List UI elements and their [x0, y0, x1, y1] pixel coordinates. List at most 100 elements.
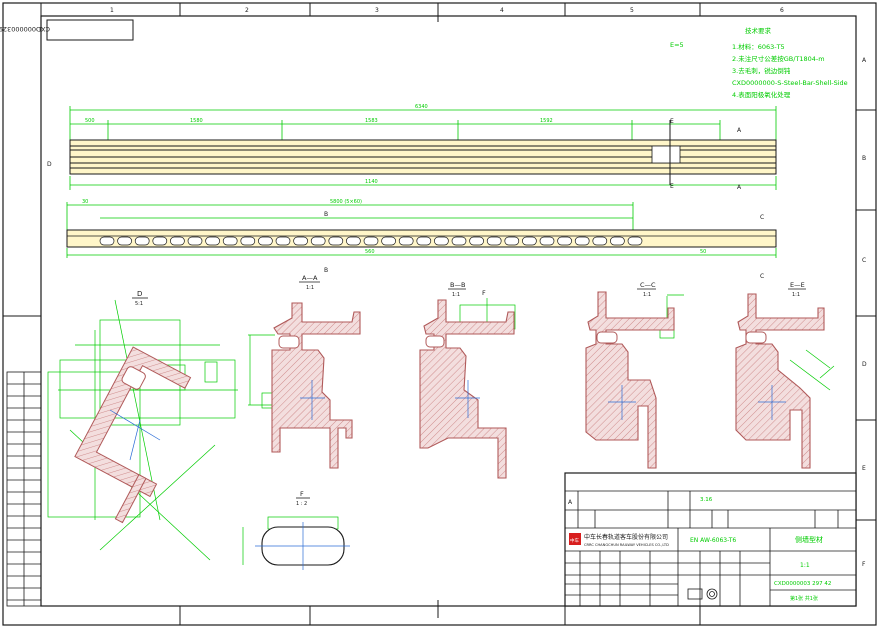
- rail-slot: [117, 236, 132, 246]
- notes-line-4: CXD0000000-S-Steel-Bar-Shell-Side: [732, 79, 848, 87]
- rail-slot: [258, 236, 273, 246]
- section-d-detail: D 5:1: [47, 290, 238, 561]
- rev-text: A: [568, 499, 573, 506]
- rail-slot: [346, 236, 361, 246]
- section-aa-profile: [271, 302, 361, 469]
- top-seg-4: 1592: [540, 118, 553, 124]
- section-aa-label: A—A: [302, 274, 318, 282]
- section-cc-scale: 1:1: [643, 292, 651, 298]
- rail-slot: [152, 236, 168, 246]
- row-label-f: F: [862, 561, 866, 568]
- rail-slot: [205, 236, 220, 246]
- row-label-e: E: [862, 465, 866, 472]
- rail-slot: [398, 236, 414, 246]
- inner-border: [40, 15, 857, 607]
- bottom-dim-2: 560: [365, 249, 375, 255]
- rail-slot: [434, 236, 449, 246]
- section-aa-scale: 1:1: [306, 285, 314, 291]
- mark-d-left: D: [47, 161, 52, 168]
- weight-text: 3.16: [700, 497, 713, 503]
- drawing-no: CXD0000003 297 42: [774, 581, 831, 587]
- part-name: 侧墙型材: [795, 535, 823, 544]
- sheet-no: 第1张 共1张: [790, 595, 818, 602]
- top-elevation-view: 6340 500 1580 1583 1592 1140 D E E A A: [47, 104, 777, 191]
- mark-b-top: B: [324, 211, 328, 218]
- section-d-label: D: [137, 290, 142, 298]
- row-label-b: B: [862, 155, 866, 162]
- rail-slot: [328, 236, 344, 246]
- col-label-2: 2: [245, 7, 249, 14]
- top-seg-1: 500: [85, 118, 95, 124]
- notes-title: 技术要求: [745, 26, 772, 35]
- bottom-dim-1: 30: [82, 199, 88, 205]
- rail-slot: [381, 236, 396, 246]
- rail-slot: [170, 236, 185, 246]
- row-label-c: C: [862, 257, 866, 264]
- section-bb-mark: F: [482, 289, 486, 297]
- col-label-6: 6: [780, 7, 784, 14]
- rail-slot: [574, 236, 590, 246]
- section-bb-scale: 1:1: [452, 292, 460, 298]
- bottom-elevation-view: 5800 (5×60) 30 560 50 B B C C: [66, 199, 777, 280]
- rail-slot: [187, 236, 203, 246]
- section-d-scale: 5:1: [135, 301, 143, 307]
- rail-slot: [522, 236, 537, 246]
- company-name: 中车长春轨道客车股份有限公司: [584, 533, 668, 541]
- section-bb: B—B 1:1 F: [419, 281, 516, 479]
- projection-symbol: [687, 588, 718, 600]
- notes-line-5: 4.表面阳极氧化处理: [732, 90, 791, 99]
- section-f-label: F: [300, 490, 304, 498]
- section-f-detail: F 1 : 2: [242, 490, 350, 570]
- rail-slot: [592, 236, 608, 246]
- rail-slot: [557, 236, 572, 246]
- top-seg-2: 1580: [190, 118, 203, 124]
- col-label-4: 4: [500, 7, 504, 14]
- top-seg-5: 1140: [365, 179, 378, 185]
- row-label-a: A: [862, 57, 867, 64]
- mark-b-bottom: B: [324, 267, 328, 274]
- row-label-d: D: [862, 361, 867, 368]
- scale-text: 1:1: [800, 562, 810, 569]
- rail-slot: [293, 236, 308, 246]
- section-ee: E—E 1:1: [735, 281, 835, 469]
- section-bb-profile: [419, 299, 515, 479]
- notes-side-tag: E=5: [670, 41, 684, 49]
- section-cc-label: C—C: [640, 281, 656, 289]
- bottom-dim-3: 50: [700, 249, 706, 255]
- rail-slot: [451, 236, 467, 246]
- section-bb-label: B—B: [450, 281, 465, 289]
- zone-grid: [3, 3, 876, 625]
- rail-slot: [310, 236, 326, 246]
- material-text: EN AW-6063-T6: [690, 537, 736, 544]
- rail-slot: [99, 236, 115, 246]
- section-ee-scale: 1:1: [792, 292, 800, 298]
- rail-slot: [627, 236, 643, 246]
- title-block: 中车 中车长春轨道客车股份有限公司 CRRC CHANGCHUN RAILWAY…: [564, 472, 857, 607]
- mark-c-top: C: [760, 214, 764, 221]
- slot-row: [99, 236, 643, 246]
- section-cc-profile: [585, 291, 675, 469]
- technical-notes: E=5 技术要求 1.材料：6063-T5 2.未注尺寸公差按GB/T1804-…: [670, 26, 848, 99]
- notes-line-1: 1.材料：6063-T5: [732, 42, 785, 51]
- rail-slot: [240, 236, 256, 246]
- rail-slot: [539, 236, 555, 246]
- section-cc: C—C 1:1: [585, 281, 684, 469]
- section-ee-label: E—E: [790, 281, 805, 289]
- rail-slot: [469, 236, 484, 246]
- section-f-scale: 1 : 2: [296, 501, 307, 507]
- col-label-3: 3: [375, 7, 379, 14]
- company-name-en: CRRC CHANGCHUN RAILWAY VEHICLES CO.,LTD: [584, 543, 669, 547]
- bottom-total-dim: 5800 (5×60): [330, 199, 362, 205]
- top-seg-3: 1583: [365, 118, 378, 124]
- mark-a-top: A: [737, 127, 742, 134]
- left-revision-table: [6, 371, 42, 607]
- mark-e-top: E: [670, 118, 674, 125]
- mark-e-bottom: E: [670, 183, 674, 190]
- mark-a-bottom: A: [737, 184, 742, 191]
- rail-slot: [504, 236, 520, 246]
- logo-text: 中车: [570, 537, 579, 544]
